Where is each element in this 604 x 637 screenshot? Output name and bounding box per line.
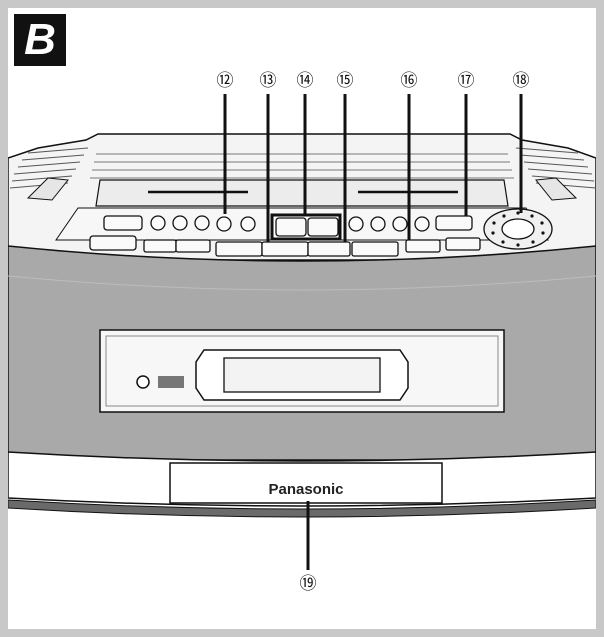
button[interactable] <box>175 239 211 253</box>
lower-trim: Panasonic <box>8 451 596 518</box>
button[interactable] <box>143 239 177 253</box>
sensor-window <box>158 376 184 388</box>
callout-19: ⑲ <box>300 574 317 594</box>
callout-13: ⑬ <box>260 71 277 91</box>
callouts: ⑫ ⑬ ⑭ ⑮ ⑯ ⑰ ⑱ ⑲ <box>217 71 530 594</box>
button-17[interactable] <box>445 237 481 251</box>
control-buttons <box>89 208 553 257</box>
brand-panel <box>169 462 443 504</box>
button-14-left[interactable] <box>275 217 307 237</box>
brand-logo: Panasonic <box>268 481 343 498</box>
left-vent-ribs <box>9 147 89 189</box>
right-vent-ribs <box>515 147 596 189</box>
round-button[interactable] <box>392 216 408 232</box>
callout-15: ⑮ <box>337 71 354 91</box>
callout-12: ⑫ <box>217 71 234 91</box>
button-17-upper[interactable] <box>435 215 473 231</box>
round-button[interactable] <box>172 215 188 231</box>
callout-lines <box>223 94 523 570</box>
jog-dial-dots <box>491 211 545 247</box>
callout-17: ⑰ <box>458 71 475 91</box>
callout-16: ⑯ <box>401 71 418 91</box>
round-button[interactable] <box>414 216 430 232</box>
button[interactable] <box>261 241 309 257</box>
round-button[interactable] <box>370 216 386 232</box>
display-screen <box>223 357 381 393</box>
indicator-lamp <box>136 375 150 389</box>
button[interactable] <box>351 241 399 257</box>
button-13[interactable] <box>215 241 263 257</box>
jog-dial-center[interactable] <box>501 218 535 240</box>
callout-18: ⑱ <box>513 71 530 91</box>
round-button[interactable] <box>150 215 166 231</box>
callout-14: ⑭ <box>297 71 314 91</box>
button[interactable] <box>89 235 137 251</box>
round-button[interactable] <box>194 215 210 231</box>
device-illustration: Panasonic ⑫ ⑬ ⑭ ⑮ ⑯ ⑰ ⑱ ⑲ <box>8 71 596 594</box>
button-upper-left[interactable] <box>103 215 143 231</box>
button-16[interactable] <box>405 239 441 253</box>
button-14-right[interactable] <box>307 217 339 237</box>
center-ribs <box>90 153 514 179</box>
button[interactable] <box>307 241 351 257</box>
front-body <box>8 245 596 461</box>
figure-label-badge: B <box>14 14 66 66</box>
round-button[interactable] <box>348 216 364 232</box>
round-button[interactable] <box>216 216 232 232</box>
round-button[interactable] <box>240 216 256 232</box>
